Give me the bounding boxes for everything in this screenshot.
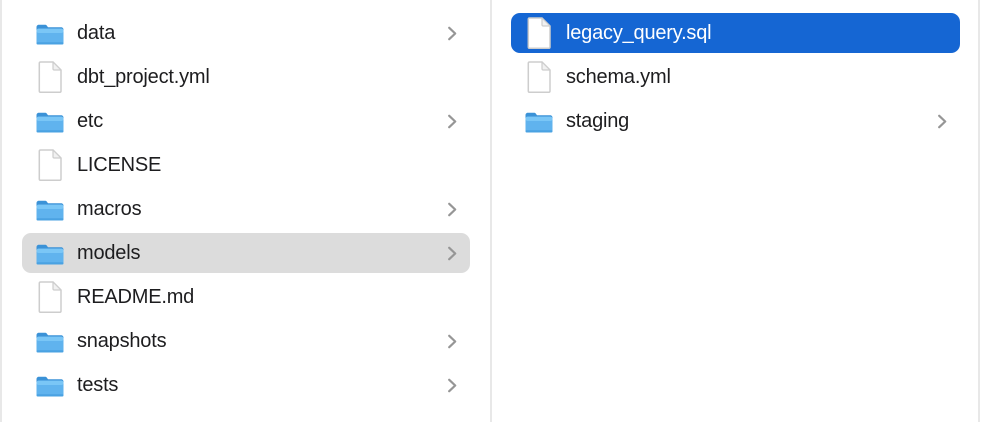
chevron-right-icon: [448, 378, 457, 392]
row-snapshots[interactable]: snapshots: [22, 321, 470, 361]
folder-icon: [36, 24, 64, 45]
file-name: LICENSE: [77, 153, 162, 176]
file-name: schema.yml: [566, 65, 671, 88]
folder-icon: [525, 112, 553, 133]
file-name: legacy_query.sql: [566, 21, 712, 44]
row-macros[interactable]: macros: [22, 189, 470, 229]
column-divider: [490, 0, 492, 422]
file-name: macros: [77, 197, 142, 220]
row-legacy-query-sql[interactable]: legacy_query.sql: [511, 13, 960, 53]
document-icon: [38, 149, 62, 181]
file-column-current: legacy_query.sql schema.yml: [492, 0, 978, 422]
file-name: staging: [566, 109, 630, 132]
right-column-divider: [978, 0, 980, 422]
file-column-parent: data dbt_project.yml etc: [2, 0, 490, 422]
document-icon: [527, 61, 551, 93]
row-data[interactable]: data: [22, 13, 470, 53]
document-icon: [38, 281, 62, 313]
document-icon: [38, 61, 62, 93]
row-tests[interactable]: tests: [22, 365, 470, 405]
file-name: etc: [77, 109, 104, 132]
chevron-right-icon: [448, 114, 457, 128]
document-icon: [527, 17, 551, 49]
chevron-right-icon: [448, 202, 457, 216]
right-gutter: [980, 0, 984, 422]
folder-icon: [36, 244, 64, 265]
file-name: data: [77, 21, 116, 44]
row-readme-md[interactable]: README.md: [22, 277, 470, 317]
chevron-right-icon: [938, 114, 947, 128]
file-name: README.md: [77, 285, 195, 308]
chevron-right-icon: [448, 246, 457, 260]
file-name: snapshots: [77, 329, 167, 352]
file-name: dbt_project.yml: [77, 65, 210, 88]
left-edge-divider: [0, 0, 2, 422]
row-schema-yml[interactable]: schema.yml: [511, 57, 960, 97]
row-etc[interactable]: etc: [22, 101, 470, 141]
folder-icon: [36, 332, 64, 353]
folder-icon: [36, 376, 64, 397]
file-name: tests: [77, 373, 119, 396]
chevron-right-icon: [448, 334, 457, 348]
row-models[interactable]: models: [22, 233, 470, 273]
folder-icon: [36, 200, 64, 221]
folder-icon: [36, 112, 64, 133]
row-staging[interactable]: staging: [511, 101, 960, 141]
row-dbt-project-yml[interactable]: dbt_project.yml: [22, 57, 470, 97]
file-name: models: [77, 241, 141, 264]
row-license[interactable]: LICENSE: [22, 145, 470, 185]
chevron-right-icon: [448, 26, 457, 40]
